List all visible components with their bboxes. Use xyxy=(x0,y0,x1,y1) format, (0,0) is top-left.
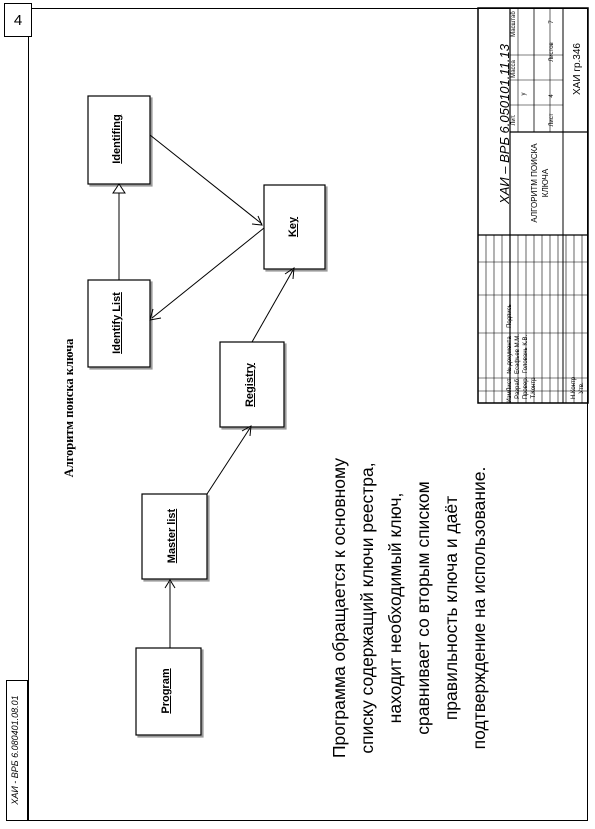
stamp-group: ХАИ гр.346 xyxy=(572,43,583,95)
description-line-1: Программа обращается к основному xyxy=(329,457,349,759)
edge-identifying-key xyxy=(149,134,263,225)
diagram-title: Алгоритм поиска ключа xyxy=(62,338,76,478)
description-block: Программа обращается к основному списку … xyxy=(325,398,495,818)
stamp-row-tkontr: Т.Контр xyxy=(531,377,537,399)
stamp-doc-title-2: КЛЮЧА xyxy=(541,168,550,198)
stamp-row-prover-name: Головань К.В. xyxy=(523,334,529,374)
edge-key-identifylist xyxy=(151,227,265,319)
stamp-lit-label: Лит. xyxy=(511,114,517,126)
stamp-row-nkontr: Н.Контр xyxy=(571,376,577,400)
sheet-frame xyxy=(28,8,588,821)
stamp-col-doc: № документа xyxy=(507,336,513,374)
stamp-lit-value: у xyxy=(521,92,527,96)
node-label-masterlist: Master list xyxy=(166,508,178,564)
stamp-doc-title-1: АЛГОРИТМ ПОИСКА xyxy=(530,143,539,223)
stamp-col-sign: Подпись xyxy=(507,304,513,328)
arrowhead-masterlist xyxy=(164,579,176,589)
edge-masterlist-registry xyxy=(206,427,251,495)
arrowhead-key-bottom xyxy=(284,267,295,280)
node-label-identifying: Identifing xyxy=(111,114,123,164)
description-line-5: правильность ключа и даёт xyxy=(441,495,461,721)
stamp-sheets-label: Листов xyxy=(549,42,555,62)
page-number: 4 xyxy=(13,11,23,29)
stamp-scale-label: Масштаб xyxy=(511,11,517,37)
description-line-6: подтверждение на использование. xyxy=(469,466,489,750)
node-program xyxy=(135,647,202,736)
arrowhead-registry xyxy=(241,425,252,437)
description-line-3: находит необходимый ключ, xyxy=(385,492,405,724)
node-masterlist xyxy=(141,493,208,580)
node-registry xyxy=(219,341,285,428)
node-key xyxy=(263,184,326,270)
node-label-key: Key xyxy=(287,216,299,238)
stamp-sheets-value: 7 xyxy=(549,20,555,24)
description-line-2: списку содержащий ключи реестра, xyxy=(357,462,377,754)
arrowhead-identifylist xyxy=(149,308,162,321)
node-identifylist xyxy=(87,279,151,368)
stamp-row-utv: Утв. xyxy=(579,382,585,394)
stamp-mass-label: Масса xyxy=(511,60,517,78)
node-label-identifylist: Identify List xyxy=(111,292,123,354)
description-line-4: сравнивает со вторым списком xyxy=(413,481,433,735)
page-number-box: 4 xyxy=(4,3,32,37)
node-label-registry: Registry xyxy=(244,362,256,408)
side-stamp-box xyxy=(6,680,28,821)
arrowhead-key-left xyxy=(251,215,263,226)
stamp-sheet-value: 4 xyxy=(549,94,555,98)
node-label-program: Program xyxy=(160,668,172,714)
inheritance-triangle xyxy=(112,183,126,194)
edge-registry-key xyxy=(251,269,294,343)
stamp-row-razrab-name: Есафьев М.М. xyxy=(515,334,521,374)
